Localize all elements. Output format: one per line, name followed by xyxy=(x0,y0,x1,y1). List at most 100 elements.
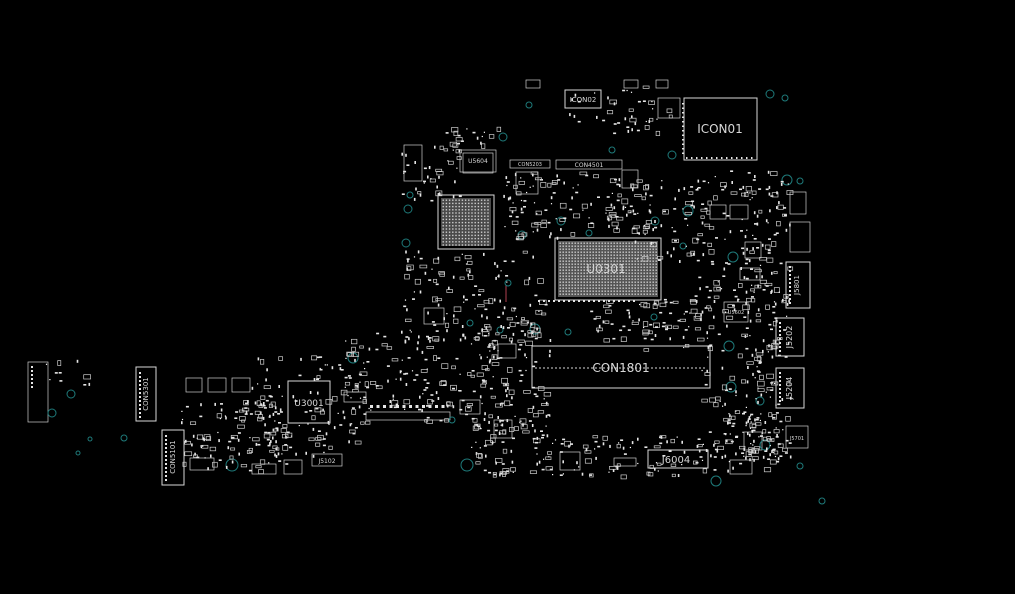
bga-ball xyxy=(445,225,448,227)
connector-pin xyxy=(682,121,684,123)
bga-ball xyxy=(571,293,573,295)
smd-outline xyxy=(524,279,530,286)
bga-ball xyxy=(643,242,645,244)
smd-outline xyxy=(716,287,721,291)
smd-dot xyxy=(749,427,752,429)
smd-outline xyxy=(406,264,414,271)
smd-outline xyxy=(473,336,480,340)
bga-ball xyxy=(559,275,561,277)
smd-pad xyxy=(773,233,777,236)
smd-dot xyxy=(529,186,531,188)
bga-ball xyxy=(589,293,591,295)
smd-pad xyxy=(467,406,471,409)
smd-outline xyxy=(742,304,750,311)
connector-j5202: J5202 xyxy=(775,317,805,357)
smd-outline xyxy=(693,315,701,321)
smd-pad xyxy=(556,174,558,178)
smd-pad xyxy=(494,429,498,432)
smd-outline xyxy=(439,272,445,277)
bga-ball xyxy=(646,254,648,256)
bga-ball xyxy=(574,254,576,256)
bga-ball xyxy=(652,272,654,274)
smd-pad xyxy=(735,452,737,456)
smd-outline xyxy=(537,386,545,391)
bga-ball xyxy=(589,269,591,271)
smd-dot xyxy=(514,415,516,417)
bga-ball xyxy=(452,215,454,217)
smd-pad xyxy=(631,115,633,119)
bga-ball xyxy=(643,257,645,259)
smd-pad xyxy=(585,174,589,177)
smd-outline xyxy=(759,279,767,284)
smd-outline xyxy=(670,463,677,467)
bga-ball xyxy=(598,260,600,262)
connector-pin xyxy=(568,300,570,302)
smd-pad xyxy=(787,341,790,345)
smd-pad xyxy=(496,264,499,268)
smd-outline xyxy=(649,117,654,122)
smd-pad xyxy=(590,222,594,224)
smd-outline xyxy=(444,418,449,423)
bga-ball xyxy=(477,221,480,224)
smd-pad xyxy=(569,208,573,211)
bga-ball xyxy=(604,290,606,292)
bga-ball xyxy=(613,284,615,286)
smd-outline xyxy=(684,344,690,348)
smd-pad xyxy=(368,347,371,351)
smd-dot xyxy=(681,464,683,466)
smd-pad xyxy=(489,358,492,362)
smd-dot xyxy=(520,420,522,422)
smd-dot xyxy=(701,369,703,372)
bga-ball xyxy=(649,263,651,265)
bga-ball xyxy=(565,281,567,283)
bga-ball xyxy=(604,242,606,244)
smd-pad xyxy=(723,433,727,435)
smd-pad xyxy=(608,305,612,307)
smd-pad xyxy=(744,262,748,265)
connector-pin xyxy=(422,405,425,408)
smd-pad xyxy=(710,454,712,458)
smd-pad xyxy=(616,199,620,202)
smd-pad xyxy=(778,201,780,205)
smd-pad xyxy=(733,308,736,312)
bga-ball xyxy=(562,254,564,256)
smd-dot xyxy=(611,192,613,194)
bga-ball xyxy=(646,248,648,250)
bga-ball xyxy=(625,242,627,244)
connector-pin xyxy=(396,405,399,408)
smd-pad xyxy=(653,302,657,305)
smd-outline xyxy=(707,200,712,206)
bga-ball xyxy=(487,225,489,227)
smd-outline xyxy=(432,336,440,342)
bga-ball xyxy=(559,284,561,286)
smd-pad xyxy=(210,454,212,458)
connector-pin xyxy=(789,270,791,272)
bga-ball xyxy=(559,260,561,262)
smd-dot xyxy=(465,263,468,265)
bga-ball xyxy=(628,245,630,247)
smd-pad xyxy=(748,453,752,456)
smd-dot xyxy=(249,437,251,439)
connector-pin xyxy=(165,479,167,481)
bga-ball xyxy=(655,254,657,256)
smd-pad xyxy=(684,329,688,331)
smd-pad xyxy=(457,134,461,137)
smd-outline xyxy=(344,381,351,386)
smd-pad xyxy=(619,329,623,332)
connector-pin xyxy=(789,282,791,284)
smd-dot xyxy=(735,394,737,397)
bga-ball xyxy=(562,242,564,244)
smd-outline xyxy=(628,108,634,112)
smd-outline xyxy=(522,250,528,254)
smd-pad xyxy=(414,161,416,164)
smd-pad xyxy=(484,412,486,416)
smd-dot xyxy=(707,182,710,184)
bga-ball xyxy=(568,278,570,280)
smd-pad xyxy=(245,410,248,414)
bga-ball xyxy=(595,263,597,265)
smd-outline xyxy=(346,351,353,357)
smd-pad xyxy=(421,409,423,413)
smd-pad xyxy=(740,230,743,232)
bga-ball xyxy=(562,245,564,247)
bga-ball xyxy=(574,281,576,283)
